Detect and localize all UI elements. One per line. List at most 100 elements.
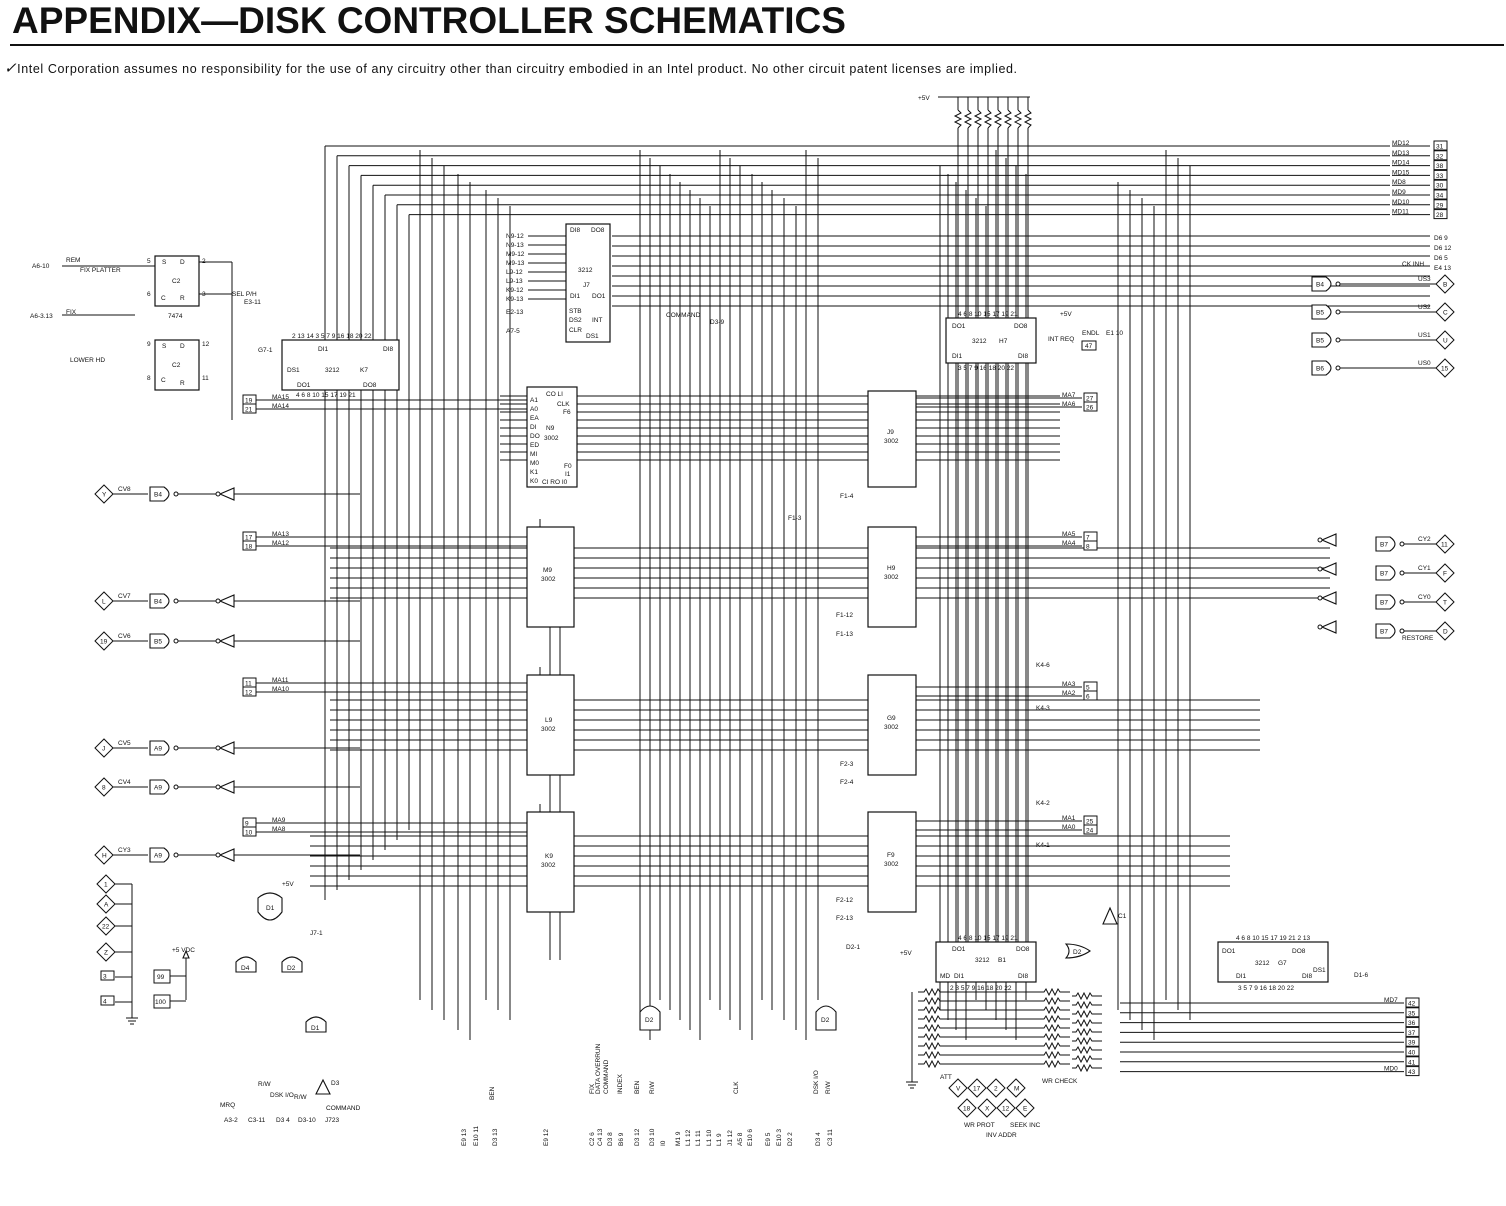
cy-input-connector: 8 — [94, 777, 114, 797]
g7-1-label: G7-1 — [258, 347, 273, 354]
f2-3-label: F2-3 — [840, 761, 854, 768]
f1-12-label: F1-12 — [836, 612, 853, 619]
left-connector: 1 — [96, 874, 116, 894]
svg-text:4 6 8 10 15 17 19 21: 4 6 8 10 15 17 19 21 — [958, 311, 1018, 318]
ma-right-pin: 6 — [1083, 690, 1098, 701]
f1-3-label: F1-3 — [788, 515, 802, 522]
e1-10-label: E1 10 — [1106, 330, 1123, 337]
power-pin-100: 100 — [153, 994, 171, 1009]
command-label-j7: COMMAND — [666, 312, 701, 319]
cy-output-connector: D — [1435, 621, 1455, 641]
svg-text:12: 12 — [245, 690, 253, 697]
bottom-net: J723 — [325, 1117, 339, 1124]
svg-text:DI8: DI8 — [1018, 353, 1029, 360]
us-connector: B — [1435, 274, 1455, 294]
bottom-connector: 12 — [996, 1098, 1016, 1118]
rotated-signal-label: COMMAND — [603, 1059, 610, 1094]
svg-text:B5: B5 — [1316, 338, 1324, 345]
rotated-signal-label: BEN — [489, 1086, 496, 1100]
svg-text:A1: A1 — [530, 397, 538, 404]
svg-text:F9: F9 — [887, 852, 895, 859]
cy-input-nand: A9 — [149, 740, 179, 756]
ma-left-pin: 12 — [242, 686, 257, 697]
svg-text:6: 6 — [147, 291, 151, 298]
md-bottom-pin: 41 — [1405, 1056, 1420, 1067]
right-net-label: D6 5 — [1434, 255, 1448, 262]
svg-text:3002: 3002 — [884, 724, 899, 731]
cy-input-nand: B5 — [149, 633, 179, 649]
svg-text:+5V: +5V — [900, 950, 912, 957]
cy-input-connector: 19 — [94, 631, 114, 651]
ma-right-pin: 24 — [1083, 824, 1098, 835]
svg-text:K0: K0 — [530, 478, 538, 485]
top-5v-label: +5V — [918, 95, 930, 102]
svg-text:B4: B4 — [1316, 282, 1324, 289]
cy-inverter — [1317, 591, 1337, 605]
svg-text:4 6 8 10 15 17 19 21 2 13: 4 6 8 10 15 17 19 21 2 13 — [1236, 935, 1310, 942]
svg-text:3002: 3002 — [541, 726, 556, 733]
svg-text:21: 21 — [245, 407, 253, 414]
rotated-signal-label: CLK — [733, 1081, 740, 1094]
bottom-connector: X — [977, 1098, 997, 1118]
k4-2-label: K4-2 — [1036, 800, 1050, 807]
cy-inverter — [1317, 562, 1337, 576]
svg-text:CO LI: CO LI — [546, 391, 563, 398]
svg-text:DO1: DO1 — [297, 382, 311, 389]
right-net-label: CK INH — [1402, 261, 1424, 268]
svg-text:DO8: DO8 — [1292, 948, 1306, 955]
gate-d2-bottom-2: D2 — [815, 1005, 837, 1031]
ma-left-label: MA12 — [272, 540, 289, 547]
cy-nand-gate: B7 — [1375, 536, 1405, 552]
svg-text:11: 11 — [202, 375, 209, 382]
svg-text:DI8: DI8 — [1302, 973, 1313, 980]
bottom-resistor-ladder — [906, 987, 1102, 1089]
cy-inverter — [1317, 620, 1337, 634]
rotated-signal-label: INDEX — [617, 1073, 624, 1094]
svg-text:EA: EA — [530, 415, 539, 422]
svg-text:H: H — [102, 853, 107, 860]
dsk-io-label-1: DSK I/O — [270, 1092, 294, 1099]
svg-text:D2: D2 — [645, 1017, 654, 1024]
svg-text:3 5 7 9 16 18 20 22: 3 5 7 9 16 18 20 22 — [958, 365, 1014, 372]
ma-left-label: MA8 — [272, 826, 286, 833]
svg-text:3002: 3002 — [884, 574, 899, 581]
md-top-pin: 34 — [1433, 189, 1448, 200]
svg-text:D2: D2 — [821, 1017, 830, 1024]
chip-k9: K9 3002 — [526, 811, 575, 913]
svg-text:DI1: DI1 — [318, 346, 329, 353]
cy-nand-gate: B7 — [1375, 594, 1405, 610]
svg-text:25: 25 — [1086, 819, 1094, 826]
us-nand-gate: B4 — [1311, 276, 1341, 292]
ma-right-pin: 7 — [1083, 531, 1098, 542]
svg-text:C2: C2 — [172, 278, 181, 285]
wr-prot-label: WR PROT — [964, 1122, 995, 1129]
cy-input-inverter — [215, 741, 235, 755]
power-pin-99: 99 — [153, 969, 171, 984]
svg-text:DO8: DO8 — [1014, 323, 1028, 330]
us-connector: C — [1435, 302, 1455, 322]
svg-text:10: 10 — [245, 830, 253, 837]
k4-6-label: K4-6 — [1036, 662, 1050, 669]
svg-text:B: B — [1443, 282, 1447, 289]
left-connector: 3 — [100, 970, 115, 981]
cy-input-nand: B4 — [149, 486, 179, 502]
bottom-connector: 17 — [967, 1078, 987, 1098]
cy-input-nand: A9 — [149, 847, 179, 863]
svg-text:E: E — [1023, 1106, 1028, 1113]
bottom-net: E10 6 — [747, 1129, 754, 1146]
d3-9-label: D3-9 — [710, 319, 724, 326]
svg-text:18: 18 — [963, 1106, 971, 1113]
cy-input-label: CV4 — [118, 779, 131, 786]
svg-text:31: 31 — [1436, 144, 1444, 151]
lower-hd-label: LOWER HD — [70, 357, 105, 364]
svg-text:3002: 3002 — [544, 435, 559, 442]
svg-text:B6: B6 — [1316, 366, 1324, 373]
svg-text:8: 8 — [102, 785, 106, 792]
svg-text:3002: 3002 — [541, 862, 556, 869]
svg-text:STB: STB — [569, 308, 582, 315]
